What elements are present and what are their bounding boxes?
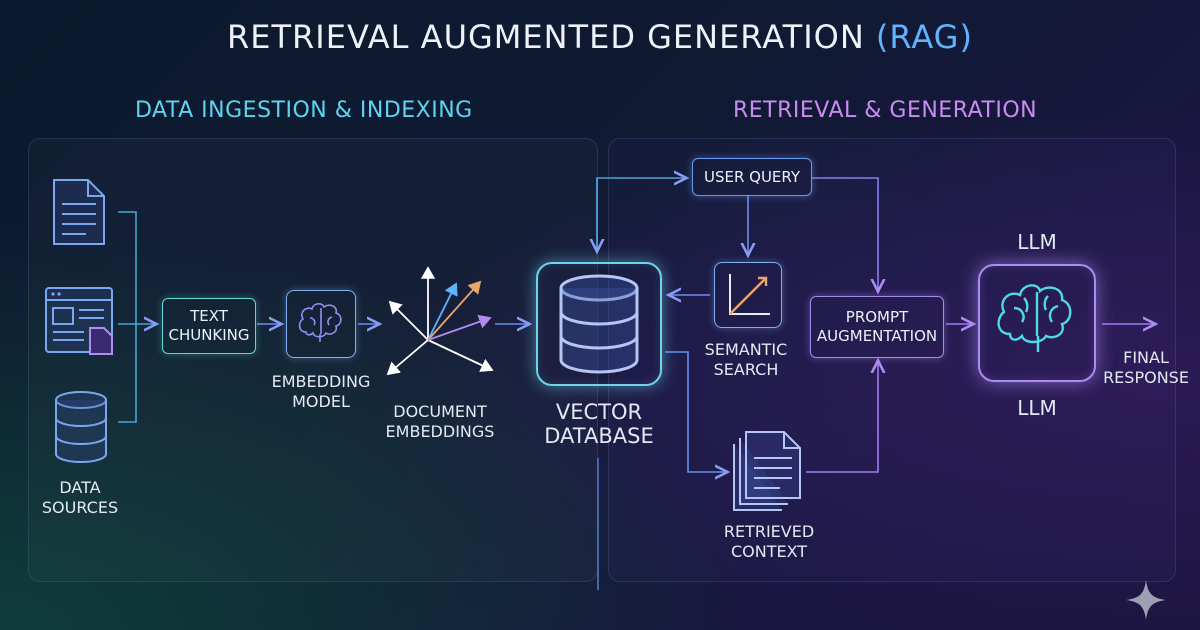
embedding-model-label: EMBEDDING MODEL bbox=[271, 372, 371, 411]
database-icon bbox=[52, 390, 110, 464]
document-icon bbox=[50, 176, 108, 248]
title-accent: (RAG) bbox=[875, 18, 973, 56]
ingestion-panel bbox=[28, 138, 598, 582]
semantic-search-box bbox=[714, 262, 782, 328]
final-response-label: FINAL RESPONSE bbox=[1103, 348, 1189, 387]
document-embeddings-label: DOCUMENT EMBEDDINGS bbox=[385, 402, 495, 441]
data-sources-label: DATA SOURCES bbox=[41, 478, 119, 517]
webpage-icon bbox=[44, 284, 118, 356]
section-ingestion-label: DATA INGESTION & INDEXING bbox=[135, 98, 473, 123]
retrieved-context-icon bbox=[730, 430, 806, 514]
vector-database-label: VECTOR DATABASE bbox=[544, 400, 654, 448]
text-chunking-label: TEXT CHUNKING bbox=[168, 307, 250, 344]
vector-axes-icon bbox=[378, 262, 498, 382]
title-main: RETRIEVAL AUGMENTED GENERATION bbox=[227, 18, 876, 56]
user-query-label: USER QUERY bbox=[703, 167, 801, 186]
brain-icon bbox=[997, 284, 1072, 352]
page-title: RETRIEVAL AUGMENTED GENERATION (RAG) bbox=[0, 18, 1200, 56]
llm-box bbox=[978, 264, 1096, 382]
retrieval-panel bbox=[608, 138, 1176, 582]
user-query-box: USER QUERY bbox=[692, 158, 812, 196]
semantic-search-label: SEMANTIC SEARCH bbox=[704, 340, 788, 379]
retrieved-context-label: RETRIEVED CONTEXT bbox=[723, 522, 815, 561]
section-retrieval-label: RETRIEVAL & GENERATION bbox=[733, 98, 1038, 123]
sparkle-icon bbox=[1124, 578, 1168, 622]
prompt-augmentation-label: PROMPT AUGMENTATION bbox=[816, 308, 938, 345]
llm-top-label: LLM bbox=[1017, 230, 1057, 254]
vector-database-box bbox=[536, 262, 662, 386]
brain-icon bbox=[298, 303, 342, 342]
embedding-model-box bbox=[286, 290, 356, 358]
chart-icon bbox=[729, 274, 770, 315]
database-icon bbox=[559, 274, 639, 374]
llm-bottom-label: LLM bbox=[1017, 396, 1057, 420]
text-chunking-box: TEXT CHUNKING bbox=[162, 298, 256, 354]
prompt-augmentation-box: PROMPT AUGMENTATION bbox=[810, 296, 944, 358]
